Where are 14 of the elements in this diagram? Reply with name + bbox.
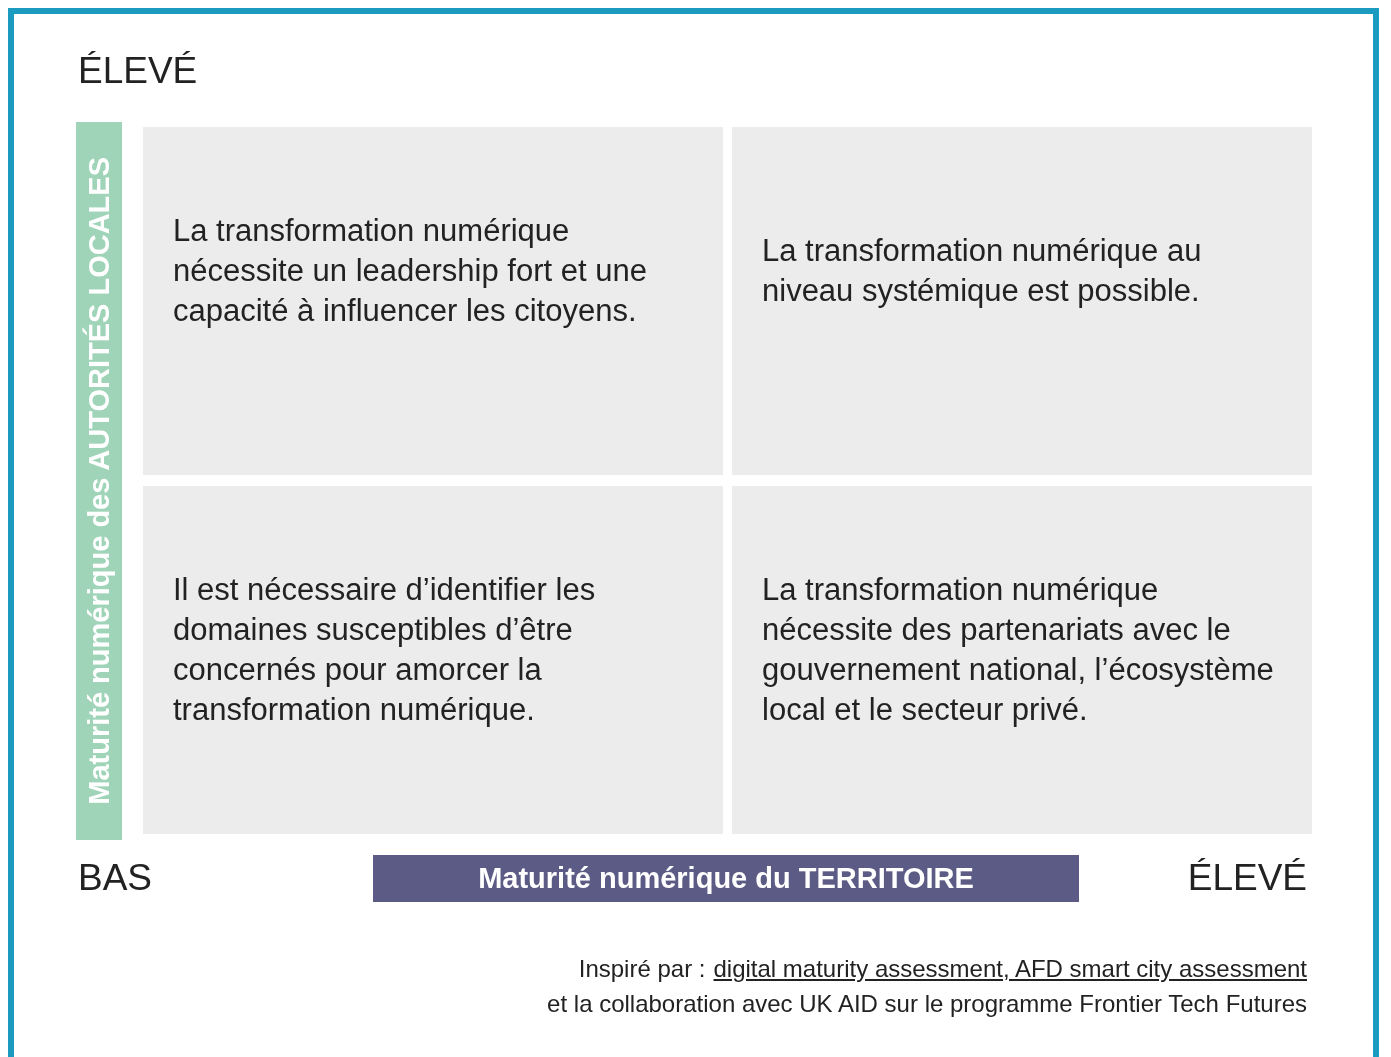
axis-end-label: ÉLEVÉ bbox=[1187, 857, 1307, 899]
axis-end-label: BAS bbox=[78, 857, 153, 899]
source-link: digital maturity assessment, AFD smart city assessment bbox=[713, 955, 1307, 983]
axis-title: Maturité numérique des AUTORITÉS LOCALES bbox=[82, 157, 116, 805]
axis-title: Maturité numérique du TERRITOIRE bbox=[478, 862, 974, 895]
quadrant-text: Il est nécessaire d’identifier les domaines susceptibles d’être concernés pour amorcer la transformation numérique. bbox=[173, 571, 597, 729]
source-note: Inspiré par : bbox=[578, 955, 706, 983]
axis-band bbox=[76, 122, 122, 840]
quadrant-text: La transformation numérique au niveau systémique est possible. bbox=[762, 232, 1203, 310]
axis-band bbox=[373, 855, 1079, 902]
quadrant-text: La transformation numérique nécessite des partenariats avec le gouvernement national, l’écosystème local et le secteur privé. bbox=[762, 571, 1275, 729]
axis-end-label: ÉLEVÉ bbox=[78, 50, 198, 92]
source-note: et la collaboration avec UK AID sur le programme Frontier Tech Futures bbox=[547, 990, 1307, 1018]
quadrant-text: La transformation numérique nécessite un leadership fort et une capacité à influencer les citoyens. bbox=[173, 212, 648, 330]
